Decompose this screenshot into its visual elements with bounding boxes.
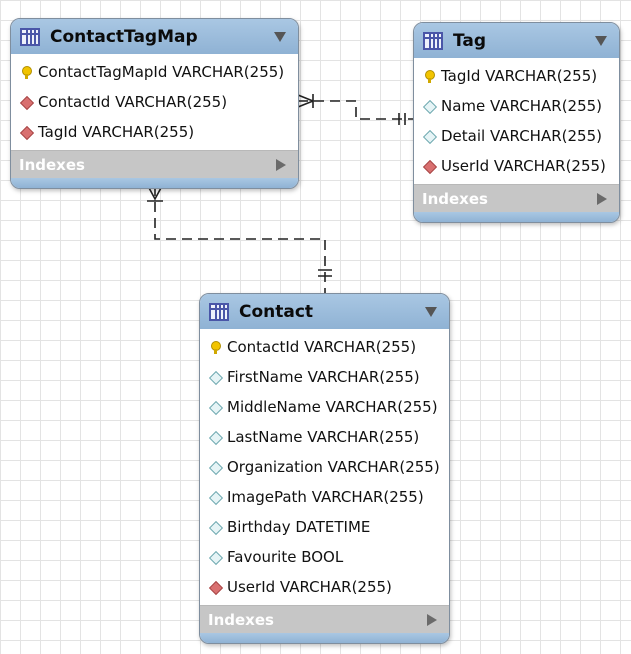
column-label: Favourite BOOL	[227, 548, 344, 566]
column-row[interactable]: FirstName VARCHAR(255)	[200, 362, 449, 392]
foreign-key-icon	[209, 581, 221, 593]
column-label: TagId VARCHAR(255)	[38, 123, 195, 141]
column-label: LastName VARCHAR(255)	[227, 428, 420, 446]
column-label: MiddleName VARCHAR(255)	[227, 398, 438, 416]
column-icon	[209, 461, 221, 473]
column-list: TagId VARCHAR(255) Name VARCHAR(255) Det…	[414, 58, 619, 184]
column-icon	[209, 491, 221, 503]
column-icon	[209, 551, 221, 563]
column-icon	[209, 401, 221, 413]
column-icon	[423, 130, 435, 142]
column-icon	[423, 100, 435, 112]
column-label: UserId VARCHAR(255)	[227, 578, 392, 596]
collapse-caret-icon[interactable]	[274, 32, 286, 42]
indexes-section[interactable]: Indexes	[200, 605, 449, 633]
column-row[interactable]: Organization VARCHAR(255)	[200, 452, 449, 482]
table-icon	[423, 31, 443, 50]
expand-arrow-icon[interactable]	[427, 614, 437, 626]
collapse-caret-icon[interactable]	[595, 36, 607, 46]
column-row[interactable]: TagId VARCHAR(255)	[11, 117, 298, 147]
column-row[interactable]: ContactId VARCHAR(255)	[11, 87, 298, 117]
column-list: ContactId VARCHAR(255) FirstName VARCHAR…	[200, 329, 449, 605]
column-row[interactable]: UserId VARCHAR(255)	[414, 151, 619, 181]
one-mark-contact	[318, 269, 332, 277]
column-row[interactable]: LastName VARCHAR(255)	[200, 422, 449, 452]
table-header[interactable]: Tag	[414, 23, 619, 58]
column-label: FirstName VARCHAR(255)	[227, 368, 420, 386]
relationship-line-contacttagmap-contact	[154, 186, 326, 294]
column-row[interactable]: Favourite BOOL	[200, 542, 449, 572]
table-footer	[414, 212, 619, 222]
column-icon	[209, 431, 221, 443]
table-title: Contact	[239, 301, 314, 322]
column-row[interactable]: ContactTagMapId VARCHAR(255)	[11, 57, 298, 87]
column-label: ImagePath VARCHAR(255)	[227, 488, 424, 506]
column-label: ContactTagMapId VARCHAR(255)	[38, 63, 285, 81]
expand-arrow-icon[interactable]	[597, 193, 607, 205]
many-crowfoot-contacttagmap-tag	[297, 94, 316, 108]
table-tag[interactable]: Tag TagId VARCHAR(255) Name VARCHAR(255)…	[413, 22, 620, 223]
expand-arrow-icon[interactable]	[276, 159, 286, 171]
column-row[interactable]: Name VARCHAR(255)	[414, 91, 619, 121]
relationship-line-contacttagmap-tag	[298, 100, 414, 120]
primary-key-icon	[423, 70, 435, 83]
column-row[interactable]: ContactId VARCHAR(255)	[200, 332, 449, 362]
indexes-section[interactable]: Indexes	[414, 184, 619, 212]
column-row[interactable]: TagId VARCHAR(255)	[414, 61, 619, 91]
column-label: ContactId VARCHAR(255)	[227, 338, 417, 356]
column-label: Detail VARCHAR(255)	[441, 127, 602, 145]
primary-key-icon	[20, 66, 32, 79]
column-list: ContactTagMapId VARCHAR(255) ContactId V…	[11, 54, 298, 150]
table-footer	[200, 633, 449, 643]
column-label: Organization VARCHAR(255)	[227, 458, 440, 476]
column-label: Birthday DATETIME	[227, 518, 371, 536]
table-icon	[20, 27, 40, 46]
column-label: UserId VARCHAR(255)	[441, 157, 606, 175]
indexes-label: Indexes	[422, 189, 488, 208]
indexes-label: Indexes	[19, 155, 85, 174]
column-label: ContactId VARCHAR(255)	[38, 93, 228, 111]
many-crowfoot-contacttagmap-contact	[147, 185, 163, 202]
one-mark-tag	[398, 113, 406, 125]
column-icon	[209, 371, 221, 383]
table-contacttagmap[interactable]: ContactTagMap ContactTagMapId VARCHAR(25…	[10, 18, 299, 189]
table-header[interactable]: ContactTagMap	[11, 19, 298, 54]
foreign-key-icon	[20, 126, 32, 138]
primary-key-icon	[209, 341, 221, 354]
table-footer	[11, 178, 298, 188]
column-row[interactable]: ImagePath VARCHAR(255)	[200, 482, 449, 512]
table-contact[interactable]: Contact ContactId VARCHAR(255) FirstName…	[199, 293, 450, 644]
column-row[interactable]: UserId VARCHAR(255)	[200, 572, 449, 602]
column-row[interactable]: Detail VARCHAR(255)	[414, 121, 619, 151]
indexes-label: Indexes	[208, 610, 274, 629]
table-title: ContactTagMap	[50, 26, 198, 47]
table-title: Tag	[453, 30, 487, 51]
column-label: TagId VARCHAR(255)	[441, 67, 598, 85]
collapse-caret-icon[interactable]	[425, 307, 437, 317]
table-header[interactable]: Contact	[200, 294, 449, 329]
foreign-key-icon	[423, 160, 435, 172]
column-icon	[209, 521, 221, 533]
indexes-section[interactable]: Indexes	[11, 150, 298, 178]
column-row[interactable]: Birthday DATETIME	[200, 512, 449, 542]
table-icon	[209, 302, 229, 321]
column-row[interactable]: MiddleName VARCHAR(255)	[200, 392, 449, 422]
foreign-key-icon	[20, 96, 32, 108]
column-label: Name VARCHAR(255)	[441, 97, 603, 115]
